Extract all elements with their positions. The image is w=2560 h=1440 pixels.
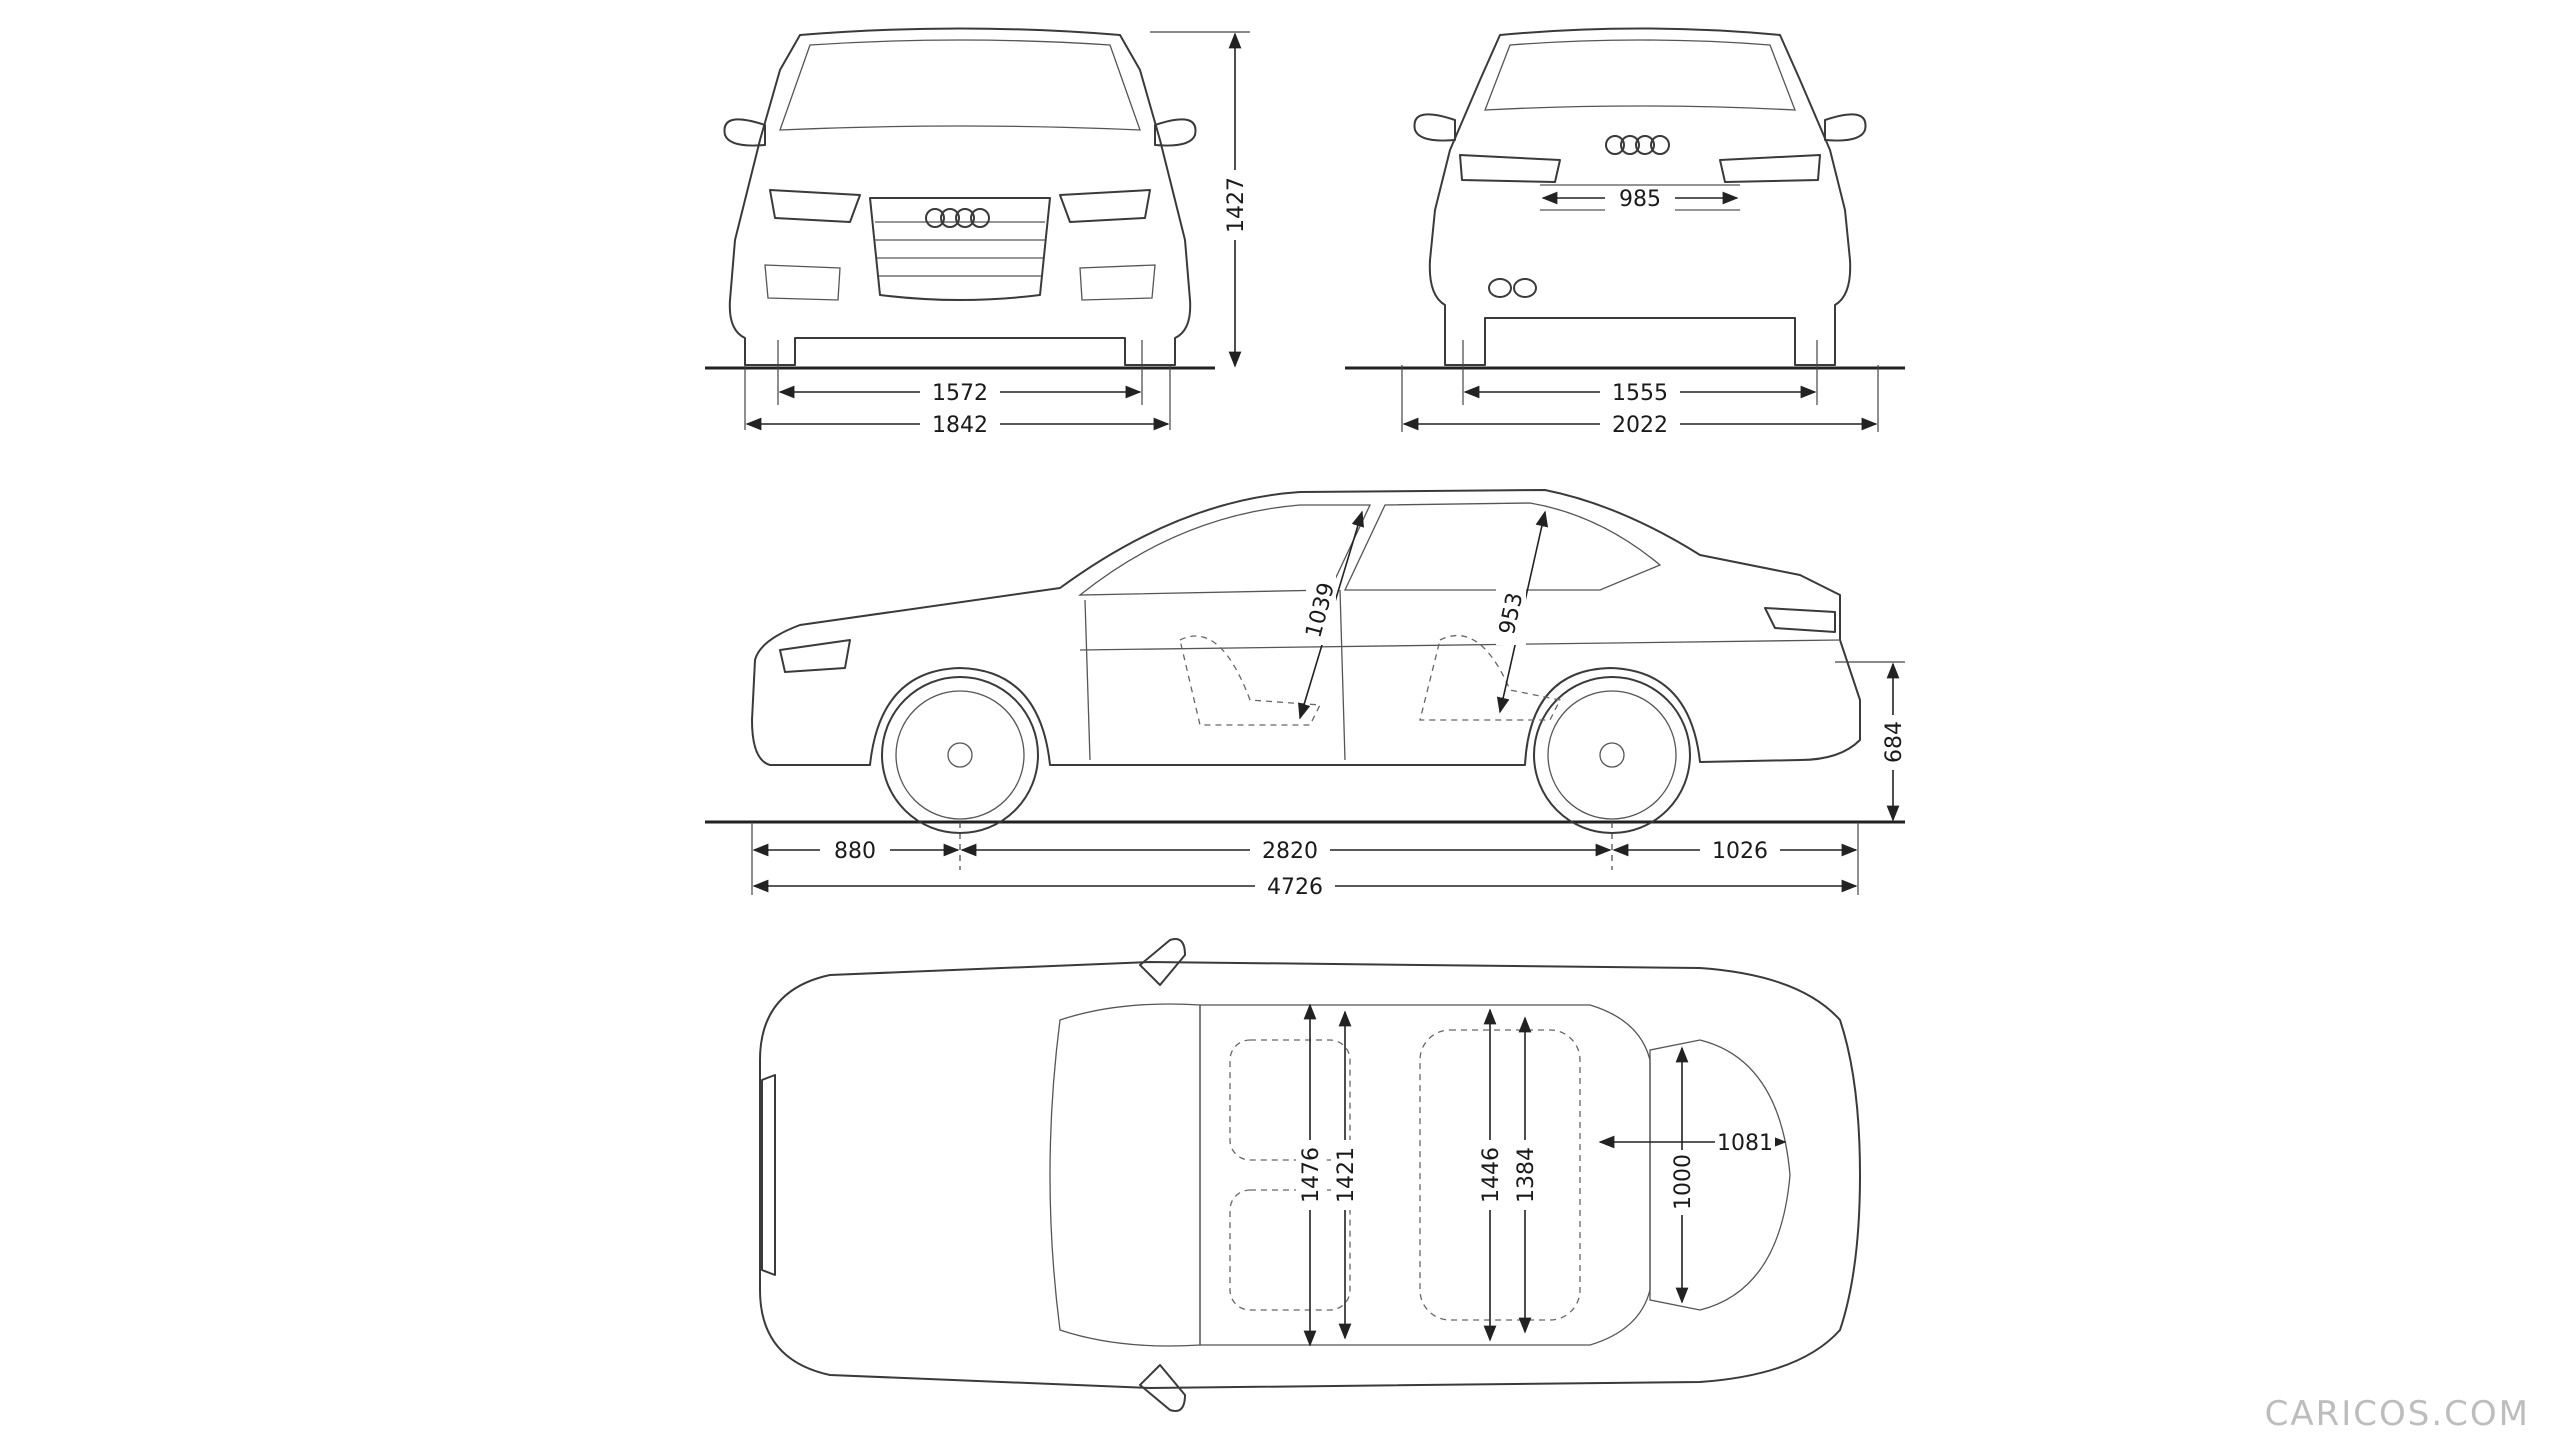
rear-shoulder-label: 1446 [1479,1147,1504,1203]
front-view: 1572 1842 1427 [705,27,1250,438]
front-wheel-icon [881,676,1039,834]
front-track-label: 1572 [932,381,988,406]
trunk-width-label: 1000 [1671,1154,1696,1210]
rear-plate-label: 985 [1619,187,1661,212]
top-view: 1476 1421 1446 1384 1081 1000 [759,938,1861,1412]
rear-track-label: 1555 [1612,381,1668,406]
watermark: CARICOS.COM [2265,1394,2530,1434]
rear-elbow-label: 1384 [1514,1147,1539,1203]
front-shoulder-label: 1476 [1299,1147,1324,1203]
length-label: 4726 [1267,875,1323,900]
height-label: 1427 [1224,177,1249,233]
trunk-length-label: 1081 [1717,1131,1773,1156]
front-elbow-label: 1421 [1334,1147,1359,1203]
width-mirrors-label: 2022 [1612,413,1668,438]
rear-brand-rings-icon [1605,135,1670,155]
trunk-lip-height-label: 684 [1882,721,1907,763]
rear-overhang-label: 1026 [1712,839,1768,864]
front-width-label: 1842 [932,413,988,438]
side-view: 1039 953 684 880 2820 1026 4726 [705,489,1908,900]
brand-rings-icon [925,208,990,228]
wheelbase-label: 2820 [1262,839,1318,864]
rear-view: 985 1555 2022 [1345,27,1905,438]
rear-wheel-icon [1533,676,1691,834]
front-overhang-label: 880 [834,839,876,864]
